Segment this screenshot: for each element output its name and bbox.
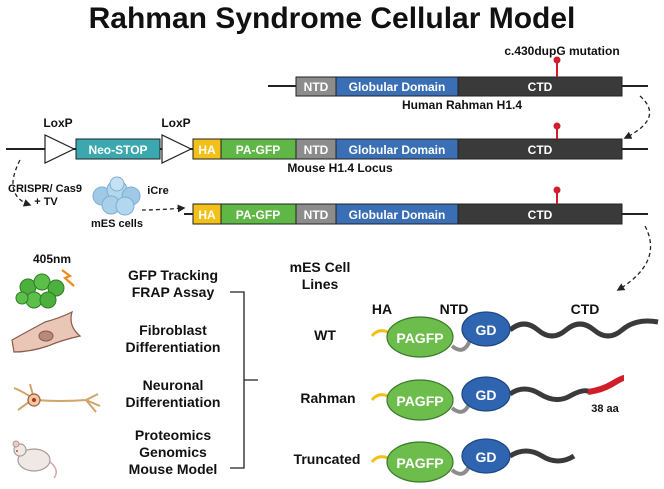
row-rahman-label: Rahman: [300, 390, 355, 406]
rahman-pagfp-blob: [386, 379, 454, 421]
arrow-to-cell-lines: [616, 225, 652, 291]
rahman-pagfp-label: PAGFP: [396, 393, 443, 409]
wt-gd-label: GD: [476, 322, 497, 338]
truncated-gd-blob: [461, 438, 511, 474]
crispr-label: CRISPR/ Cas9: [8, 183, 82, 195]
wt-protein: [370, 311, 659, 358]
final-construct: HA PA-GFP NTD Globular Domain CTD: [184, 186, 648, 225]
final-pagfp-label: PA-GFP: [236, 208, 280, 222]
applications-bracket: [230, 291, 258, 469]
rahman-gd-blob: [461, 376, 511, 412]
cell-lines-title: mES Cell: [290, 259, 351, 275]
wt-pagfp-label: PAGFP: [396, 330, 443, 346]
human-construct: NTD Globular Domain CTD c.430dupG mutati…: [268, 44, 648, 112]
neo-stop-segment: [75, 138, 161, 160]
rahman-extra-tail: [587, 375, 625, 395]
human-caption: Human Rahman H1.4: [402, 98, 522, 112]
final-globular-label: Globular Domain: [349, 208, 446, 222]
mouse-pagfp-label: PA-GFP: [236, 143, 280, 157]
app-1-line-1: GFP Tracking: [128, 267, 218, 283]
rahman-protein: [370, 375, 625, 421]
mouse-ha-label: HA: [198, 143, 216, 157]
arrow-icre: [141, 204, 186, 213]
mutation-marker-icon: [553, 56, 561, 64]
wt-gd-blob: [461, 311, 511, 347]
truncated-ctd-tail: [508, 448, 576, 464]
mouse-icon: [12, 440, 57, 479]
truncated-gd-label: GD: [476, 449, 497, 465]
app-1-line-2: FRAP Assay: [132, 284, 215, 300]
final-ha-label: HA: [198, 208, 216, 222]
final-ctd-segment: [457, 203, 623, 225]
final-ctd-label: CTD: [528, 208, 553, 222]
rahman-ctd-tail: [508, 386, 592, 402]
laser-bolt-icon: [61, 269, 75, 287]
app-2-line-2: Differentiation: [126, 339, 221, 355]
header-ctd: CTD: [571, 301, 600, 317]
loxp-left-label: LoxP: [43, 116, 72, 130]
mouse-ctd-segment: [457, 138, 623, 160]
mouse-globular-label: Globular Domain: [349, 143, 446, 157]
mouse-ntd-label: NTD: [304, 143, 329, 157]
wt-pagfp-blob: [386, 316, 454, 358]
mouse-construct: LoxP Neo-STOP LoxP HA PA-GFP NTD Globula…: [6, 116, 648, 175]
mes-cells-label: mES cells: [91, 218, 143, 230]
human-globular-label: Globular Domain: [349, 80, 446, 94]
app-4-line-3: Mouse Model: [129, 461, 218, 477]
neuron-icon: [13, 383, 101, 413]
icre-label: iCre: [147, 185, 168, 197]
loxp-right-icon: [161, 134, 193, 164]
header-ha: HA: [372, 301, 392, 317]
row-truncated-label: Truncated: [294, 451, 361, 467]
rahman-gd-label: GD: [476, 387, 497, 403]
cell-lines-title-2: Lines: [302, 276, 339, 292]
app-4-line-2: Genomics: [139, 444, 207, 460]
crispr-tv-label: + TV: [34, 196, 58, 208]
human-ctd-label: CTD: [528, 80, 553, 94]
cell-cluster-icon: [15, 273, 65, 309]
header-ntd: NTD: [440, 301, 469, 317]
human-ctd-segment: [457, 76, 623, 97]
mutation-label: c.430dupG mutation: [504, 44, 619, 58]
human-ntd-label: NTD: [304, 80, 329, 94]
arrow-human-to-mouse: [623, 95, 651, 139]
final-mutation-marker-icon: [553, 186, 561, 194]
truncated-pagfp-blob: [386, 441, 454, 483]
arrow-crispr: [12, 159, 32, 207]
loxp-left-icon: [44, 134, 76, 164]
rahman-extra-label: 38 aa: [591, 403, 619, 415]
truncated-protein: [370, 438, 576, 483]
loxp-right-label: LoxP: [161, 116, 190, 130]
truncated-pagfp-label: PAGFP: [396, 455, 443, 471]
mes-cells-icon: [92, 176, 141, 216]
mouse-ctd-label: CTD: [528, 143, 553, 157]
mouse-mutation-marker-icon: [553, 122, 561, 130]
page-title: Rahman Syndrome Cellular Model: [89, 2, 576, 35]
fibroblast-icon: [11, 310, 82, 353]
app-3-line-2: Differentiation: [126, 394, 221, 410]
neo-stop-label: Neo-STOP: [88, 143, 147, 157]
app-4-line-1: Proteomics: [135, 427, 211, 443]
app-3-line-1: Neuronal: [143, 377, 204, 393]
app-2-line-1: Fibroblast: [139, 322, 207, 338]
wt-ctd-tail: [508, 318, 659, 339]
row-wt-label: WT: [314, 327, 336, 343]
mouse-caption: Mouse H1.4 Locus: [287, 161, 393, 175]
laser-label: 405nm: [33, 252, 71, 266]
final-ntd-label: NTD: [304, 208, 329, 222]
